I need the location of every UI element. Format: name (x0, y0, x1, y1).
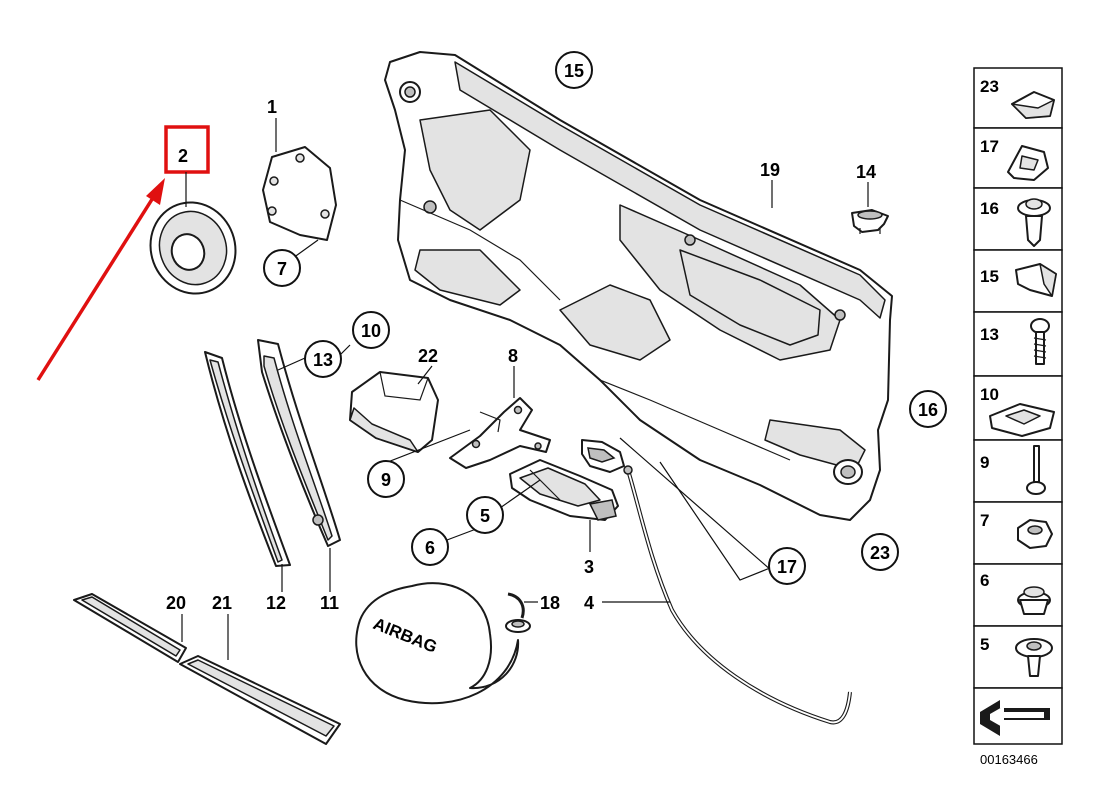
part-13-trim-panel (257, 339, 341, 547)
expanding-rivet-icon (1017, 198, 1051, 247)
callout-2: 2 (178, 146, 188, 166)
svg-text:10: 10 (980, 385, 999, 404)
airbag-bubble: AIRBAG (355, 582, 520, 705)
callout-19: 19 (760, 160, 780, 180)
callout-12: 12 (266, 593, 286, 613)
part-2-grommet (149, 201, 237, 295)
callout-5-circle: 5 (466, 496, 504, 534)
cap-icon (1011, 91, 1055, 119)
legend-item-7: 7 (973, 501, 1063, 565)
svg-text:5: 5 (980, 635, 989, 654)
callout-10-circle: 10 (352, 311, 390, 349)
svg-text:17: 17 (980, 137, 999, 156)
legend-item-16: 16 (973, 187, 1063, 251)
legend-item-9: 9 (973, 439, 1063, 503)
part-12-trim (204, 351, 291, 567)
svg-text:6: 6 (425, 538, 435, 558)
spring-clip-icon (1007, 145, 1049, 181)
svg-text:17: 17 (777, 557, 797, 577)
callout-17-circle: 17 (768, 547, 806, 585)
svg-text:23: 23 (980, 77, 999, 96)
callout-7-circle: 7 (263, 249, 301, 287)
callout-9-circle: 9 (367, 460, 405, 498)
svg-text:23: 23 (870, 543, 890, 563)
callout-22: 22 (418, 346, 438, 366)
callout-18: 18 (540, 593, 560, 613)
callout-21: 21 (212, 593, 232, 613)
svg-text:15: 15 (980, 267, 999, 286)
callout-6-circle: 6 (411, 528, 449, 566)
callout-23-circle: 23 (861, 533, 899, 571)
part-21-sill-strip (179, 655, 341, 745)
callout-16-circle: 16 (909, 390, 947, 428)
part-1-cover-plate (262, 146, 337, 241)
svg-text:7: 7 (980, 511, 989, 530)
legend: 23 17 16 15 (973, 67, 1063, 767)
callout-4: 4 (584, 593, 594, 613)
part-3-door-handle (509, 459, 619, 521)
direction-arrow-box (973, 687, 1063, 745)
callout-14: 14 (856, 162, 876, 182)
callout-15-circle: 15 (555, 51, 593, 89)
svg-text:15: 15 (564, 61, 584, 81)
part-20-sill-strip (73, 593, 187, 663)
pointer-arrow (36, 178, 165, 381)
screw-icon (1030, 318, 1050, 365)
callout-1: 1 (267, 97, 277, 117)
part-22-speaker-box (349, 371, 439, 453)
svg-text:5: 5 (480, 506, 490, 526)
callout-8: 8 (508, 346, 518, 366)
legend-item-15: 15 (973, 249, 1063, 313)
callout-13-circle: 13 (304, 340, 342, 378)
diagram-id: 00163466 (980, 752, 1038, 767)
svg-text:7: 7 (277, 259, 287, 279)
legend-item-23: 23 (973, 67, 1063, 129)
clip-nut-icon (989, 403, 1055, 437)
callout-3: 3 (584, 557, 594, 577)
expansion-rivet-icon (1015, 638, 1053, 677)
svg-text:9: 9 (381, 470, 391, 490)
svg-text:16: 16 (918, 400, 938, 420)
legend-item-5: 5 (973, 625, 1063, 689)
svg-text:6: 6 (980, 571, 989, 590)
legend-item-10: 10 (973, 375, 1063, 441)
part-19-door-panel (384, 51, 893, 521)
callout-20: 20 (166, 593, 186, 613)
part-18-sensor (505, 592, 531, 633)
trim-clip-icon (1015, 263, 1057, 297)
part-17-latch (581, 439, 625, 473)
rivet-icon (1026, 445, 1046, 495)
plug-icon (1017, 586, 1051, 615)
svg-text:10: 10 (361, 321, 381, 341)
legend-item-17: 17 (973, 127, 1063, 189)
callout-11: 11 (320, 593, 339, 613)
part-8-bracket (449, 397, 551, 469)
svg-text:9: 9 (980, 453, 989, 472)
part-14-clip (851, 209, 889, 234)
svg-text:13: 13 (313, 350, 333, 370)
svg-text:13: 13 (980, 325, 999, 344)
part-4-cable (623, 465, 852, 725)
legend-item-13: 13 (973, 311, 1063, 377)
svg-text:16: 16 (980, 199, 999, 218)
highlight-box (164, 125, 210, 174)
legend-item-6: 6 (973, 563, 1063, 627)
hex-nut-icon (1017, 519, 1053, 549)
